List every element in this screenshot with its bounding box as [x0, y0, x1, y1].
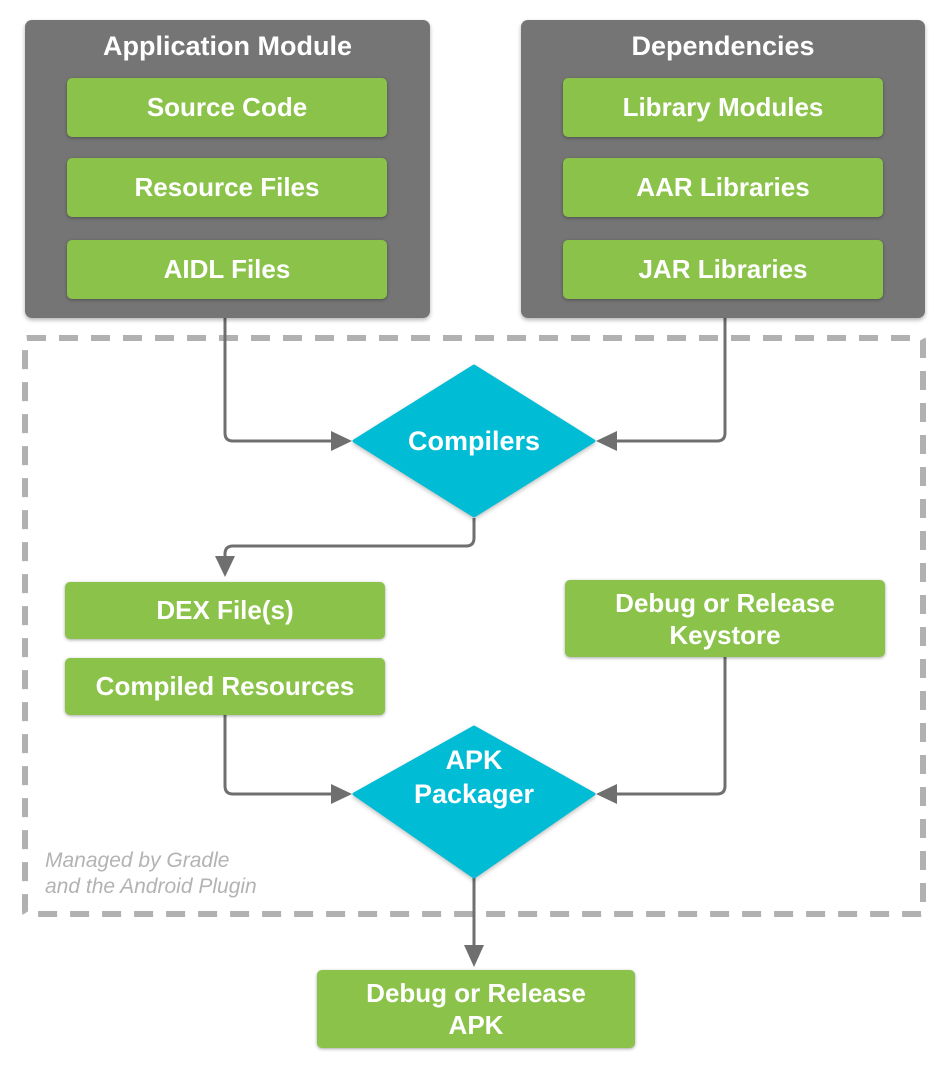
compiled-resources-node: Compiled Resources: [65, 658, 385, 715]
arrowhead-packager-to-output-icon: [464, 945, 484, 967]
keystore-node-line1: Debug or Release: [615, 587, 835, 618]
apk-packager-diamond-shape: [352, 725, 596, 879]
arrow-dependencies-to-compilers: [616, 312, 727, 443]
application-module-group: Application Module Source Code Resource …: [25, 20, 430, 318]
dex-files-node: DEX File(s): [65, 582, 385, 639]
arrow-compilers-to-dex: [223, 518, 476, 557]
managed-by-gradle-note-line1: Managed by Gradle: [45, 849, 230, 872]
arrowhead-keystore-to-packager-icon: [596, 784, 617, 804]
arrowhead-compilers-to-dex-icon: [215, 556, 235, 577]
dependencies-group: Dependencies Library Modules AAR Librari…: [521, 20, 925, 318]
resource-files-node: Resource Files: [67, 158, 387, 217]
arrow-compiled-resources-to-packager: [223, 715, 332, 796]
dependencies-title: Dependencies: [631, 31, 815, 61]
aar-libraries-node: AAR Libraries: [563, 158, 883, 217]
managed-by-gradle-note: Managed by Gradle and the Android Plugin: [45, 848, 257, 900]
managed-by-gradle-note-line2: and the Android Plugin: [45, 875, 257, 898]
arrow-keystore-to-packager: [616, 657, 727, 796]
output-apk-node-line1: Debug or Release: [366, 978, 586, 1008]
application-module-title: Application Module: [103, 31, 352, 61]
aidl-files-node: AIDL Files: [67, 240, 387, 299]
compilers-diamond-shape: [352, 364, 596, 518]
jar-libraries-node: JAR Libraries: [563, 240, 883, 299]
keystore-node-line2: Keystore: [669, 619, 781, 650]
arrowhead-dependencies-to-compilers-icon: [596, 431, 617, 451]
output-apk-node: Debug or Release APK: [317, 970, 635, 1048]
output-apk-node-line2: APK: [448, 1010, 504, 1040]
arrowhead-app-module-to-compilers-icon: [331, 431, 352, 451]
library-modules-node: Library Modules: [563, 78, 883, 137]
source-code-node: Source Code: [67, 78, 387, 137]
keystore-node: Debug or Release Keystore: [565, 580, 885, 657]
arrowhead-compiled-resources-to-packager-icon: [331, 784, 352, 804]
arrow-app-module-to-compilers: [223, 312, 332, 443]
